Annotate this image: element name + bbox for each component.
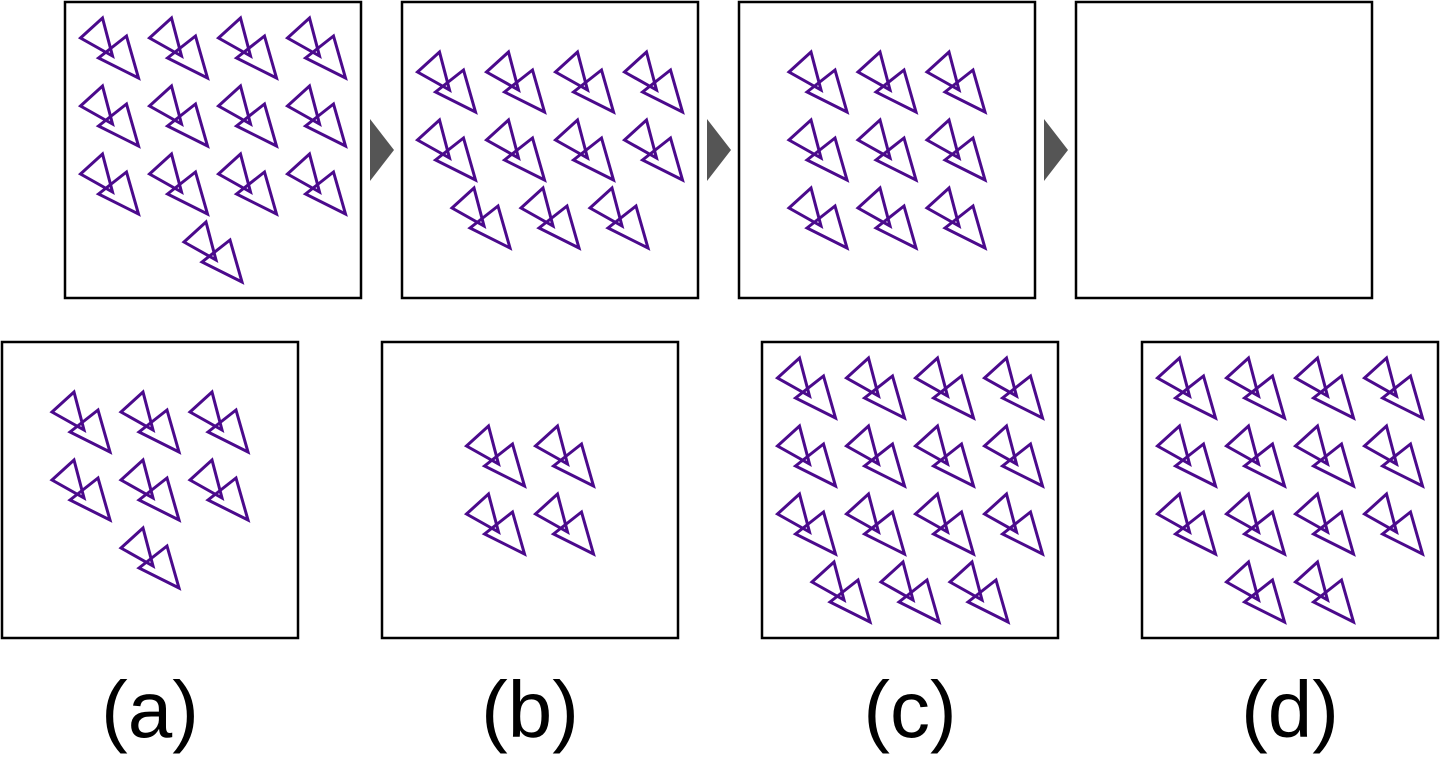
double-triangle-icon [912,423,976,489]
double-triangle-icon [774,491,838,557]
option-label-c: (c) [863,665,957,754]
double-triangle-icon [1154,491,1218,557]
double-triangle-icon [77,15,141,81]
double-triangle-icon [878,559,942,625]
sequence-panel-4-frame [1074,0,1374,300]
double-triangle-icon [786,117,850,183]
double-triangle-icon [414,49,478,115]
double-triangle-icon [1292,355,1356,421]
double-triangle-icon [187,457,251,523]
double-triangle-icon [518,185,582,251]
arrow-right-icon [370,119,394,181]
double-triangle-icon [924,49,988,115]
double-triangle-icon [181,219,245,285]
double-triangle-icon [215,151,279,217]
double-triangle-icon [786,185,850,251]
double-triangle-icon [77,83,141,149]
double-triangle-icon [981,491,1045,557]
double-triangle-icon [924,117,988,183]
double-triangle-icon [843,423,907,489]
option-panel-c [760,340,1060,640]
option-panel-b-frame [380,340,680,640]
double-triangle-icon [49,389,113,455]
double-triangle-icon [1292,423,1356,489]
double-triangle-icon [552,117,616,183]
sequence-panel-1 [63,0,363,300]
double-triangle-icon [855,117,919,183]
option-panel-d [1140,340,1440,640]
double-triangle-icon [809,559,873,625]
double-triangle-icon [463,491,527,557]
double-triangle-icon [1223,559,1287,625]
double-triangle-icon [146,15,210,81]
sequence-panel-2 [400,0,700,300]
double-triangle-icon [947,559,1011,625]
double-triangle-icon [843,355,907,421]
double-triangle-icon [924,185,988,251]
double-triangle-icon [981,355,1045,421]
arrow-right-icon [707,119,731,181]
double-triangle-icon [1154,423,1218,489]
double-triangle-icon [1361,355,1425,421]
double-triangle-icon [1292,491,1356,557]
double-triangle-icon [1223,491,1287,557]
double-triangle-icon [77,151,141,217]
double-triangle-icon [774,423,838,489]
double-triangle-icon [1223,355,1287,421]
option-label-b: (b) [481,665,579,754]
option-panel-b [380,340,680,640]
double-triangle-icon [146,151,210,217]
double-triangle-icon [587,185,651,251]
double-triangle-icon [187,389,251,455]
double-triangle-icon [118,525,182,591]
double-triangle-icon [284,83,348,149]
sequence-panel-3 [737,0,1037,300]
double-triangle-icon [414,117,478,183]
double-triangle-icon [118,457,182,523]
double-triangle-icon [1292,559,1356,625]
double-triangle-icon [552,49,616,115]
double-triangle-icon [449,185,513,251]
double-triangle-icon [912,491,976,557]
double-triangle-icon [1361,491,1425,557]
option-label-a: (a) [101,665,199,754]
double-triangle-icon [855,49,919,115]
double-triangle-icon [118,389,182,455]
double-triangle-icon [786,49,850,115]
sequence-panel-4 [1074,0,1374,300]
double-triangle-icon [483,117,547,183]
option-panel-a [0,340,300,640]
double-triangle-icon [1223,423,1287,489]
double-triangle-icon [49,457,113,523]
double-triangle-icon [532,423,596,489]
double-triangle-icon [483,49,547,115]
double-triangle-icon [621,117,685,183]
double-triangle-icon [912,355,976,421]
double-triangle-icon [146,83,210,149]
option-label-d: (d) [1241,665,1339,754]
double-triangle-icon [284,151,348,217]
double-triangle-icon [532,491,596,557]
double-triangle-icon [1361,423,1425,489]
arrow-right-icon [1044,119,1068,181]
double-triangle-icon [284,15,348,81]
double-triangle-icon [215,83,279,149]
double-triangle-icon [215,15,279,81]
double-triangle-icon [1154,355,1218,421]
double-triangle-icon [843,491,907,557]
double-triangle-icon [774,355,838,421]
double-triangle-icon [855,185,919,251]
double-triangle-icon [621,49,685,115]
double-triangle-icon [463,423,527,489]
double-triangle-icon [981,423,1045,489]
